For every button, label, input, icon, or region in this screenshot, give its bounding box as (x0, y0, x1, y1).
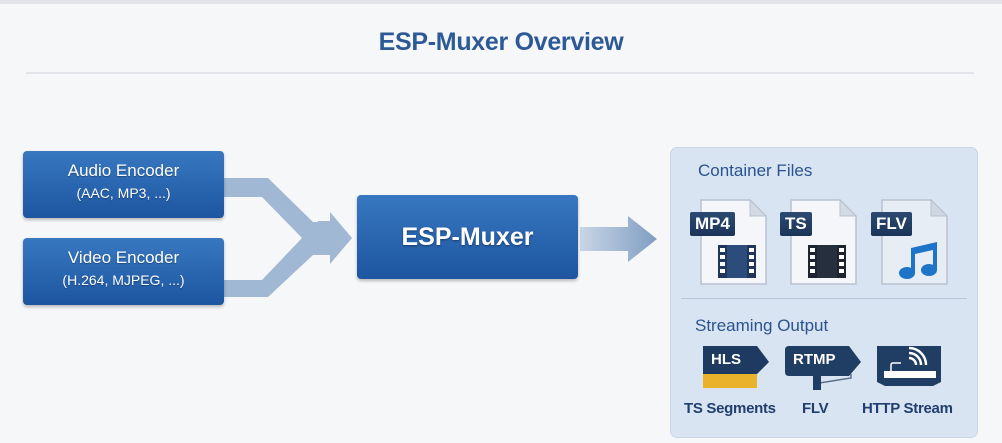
video-encoder-formats: (H.264, MJPEG, ...) (62, 272, 185, 288)
hls-tag-icon (703, 346, 769, 388)
wireless-router-icon (877, 346, 941, 386)
file-type-tag: FLV (871, 212, 912, 236)
streaming-output-heading: Streaming Output (695, 316, 829, 335)
hls-caption: TS Segments (684, 400, 776, 417)
file-type-tag: MP4 (690, 212, 735, 236)
film-icon (808, 245, 846, 278)
video-encoder-label: Video Encoder (67, 248, 180, 267)
rtmp-tag-icon (785, 346, 861, 390)
rtmp-caption: FLV (802, 400, 829, 417)
file-type-tag: TS (780, 212, 812, 236)
hls-badge-label: HLS (711, 351, 741, 368)
top-border (0, 0, 1002, 4)
esp-muxer-box: ESP-Muxer (357, 195, 578, 279)
audio-encoder-label: Audio Encoder (67, 161, 180, 180)
container-files-heading: Container Files (698, 161, 813, 180)
panel-divider (681, 298, 967, 299)
audio-encoder-box: Audio Encoder (AAC, MP3, ...) (23, 151, 224, 218)
merge-arrow (224, 178, 352, 297)
http-caption: HTTP Stream (862, 400, 953, 417)
esp-muxer-label: ESP-Muxer (401, 223, 534, 251)
outputs-panel: Container Files MP4 TS (670, 147, 978, 438)
file-flv: FLV (871, 198, 949, 286)
audio-encoder-formats: (AAC, MP3, ...) (76, 185, 171, 201)
file-ts: TS (780, 198, 858, 286)
page-title: ESP-Muxer Overview (378, 28, 624, 56)
title-divider (26, 72, 974, 74)
music-note-icon (899, 242, 937, 279)
file-mp4: MP4 (690, 198, 768, 286)
stream-hls: HLS TS Segments (684, 344, 776, 417)
output-arrow (580, 216, 657, 262)
rtmp-badge-label: RTMP (793, 351, 836, 368)
video-encoder-box: Video Encoder (H.264, MJPEG, ...) (23, 238, 224, 305)
stream-rtmp: RTMP FLV (785, 344, 865, 417)
film-icon (718, 245, 756, 278)
stream-http: HTTP Stream (862, 344, 953, 417)
